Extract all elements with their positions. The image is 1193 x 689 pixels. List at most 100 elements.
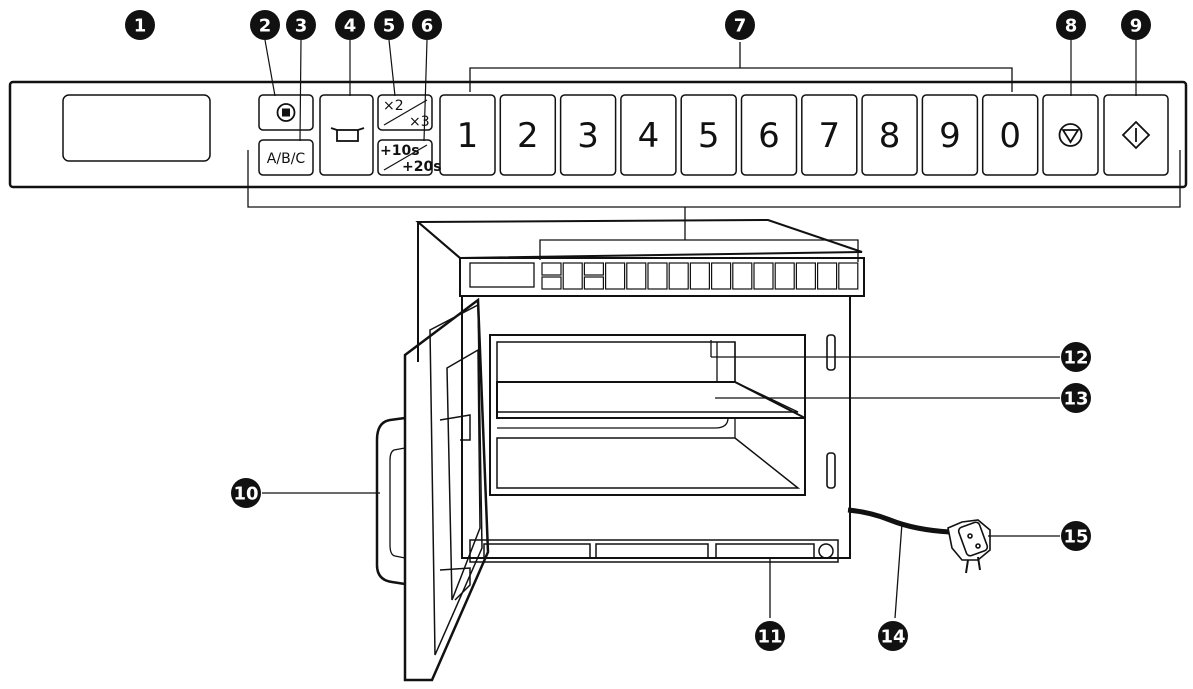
stop-square-icon	[276, 103, 296, 122]
callout-number: 12	[1063, 348, 1088, 369]
callout-circle	[231, 478, 261, 508]
callout-circle	[286, 10, 316, 40]
callout-10: 10	[231, 478, 261, 508]
callout-12: 12	[1061, 342, 1091, 372]
oven-front	[459, 257, 865, 297]
oven-base	[469, 539, 839, 563]
mini-key	[838, 262, 859, 290]
mini-key	[541, 276, 562, 290]
digit-key-9[interactable]	[921, 94, 979, 176]
panel-bracket	[247, 150, 1181, 208]
digit-key-label: 9	[939, 116, 961, 156]
triangle-down-circle-icon	[1058, 123, 1083, 147]
oven-door[interactable]	[403, 297, 490, 682]
mini-key	[647, 262, 668, 290]
digit-key-label: 2	[517, 116, 539, 156]
power-cord	[847, 507, 951, 535]
callout-circle	[1061, 383, 1091, 413]
callout-number: 7	[734, 16, 747, 37]
digit-key-3[interactable]	[559, 94, 617, 176]
digit-key-label: 5	[698, 116, 720, 156]
mini-display	[469, 262, 535, 288]
callout-15: 15	[1061, 521, 1091, 551]
multiplier-key[interactable]	[377, 94, 433, 131]
time-add-top-label: +10s	[380, 143, 420, 159]
digit-bracket	[469, 67, 1013, 92]
oven-top-face	[415, 218, 863, 260]
digit-key-2[interactable]	[499, 94, 557, 176]
schuko-plug-icon	[947, 519, 991, 574]
mini-key	[583, 262, 605, 276]
digit-key-row	[439, 94, 1039, 176]
digit-key-1[interactable]	[439, 94, 496, 176]
time-add-key[interactable]	[377, 139, 433, 176]
digit-key-label: 0	[999, 116, 1021, 156]
memory-key[interactable]	[258, 139, 314, 176]
oven-cavity	[489, 334, 806, 496]
digit-key-7[interactable]	[801, 94, 858, 176]
callout-1: 1	[125, 10, 155, 40]
shelf	[496, 381, 806, 419]
callout-3: 3	[286, 10, 316, 40]
callout-4: 4	[335, 10, 365, 40]
mini-key	[753, 262, 774, 290]
callout-circle	[1121, 10, 1151, 40]
callout-circle	[878, 621, 908, 651]
latch-icon	[826, 334, 836, 489]
digit-key-label: 8	[879, 116, 901, 156]
callout-circle	[412, 10, 442, 40]
callout-7: 7	[725, 10, 755, 40]
cancel-key[interactable]	[1042, 94, 1099, 176]
digit-key-5[interactable]	[680, 94, 737, 176]
memory-key-label: A/B/C	[267, 151, 306, 167]
digit-key-label: 7	[818, 116, 840, 156]
callout-number: 5	[383, 16, 396, 37]
callout-number: 2	[259, 16, 272, 37]
mini-key	[626, 262, 647, 290]
panel-outline	[8, 80, 1188, 189]
stop-key[interactable]	[258, 94, 314, 131]
mini-key	[583, 276, 605, 290]
mini-key	[816, 262, 838, 290]
mini-key	[795, 262, 817, 290]
callout-circle	[725, 10, 755, 40]
callout-circle	[374, 10, 404, 40]
mini-key	[668, 262, 689, 290]
control-panel	[8, 39, 1188, 262]
digit-key-label: 1	[457, 116, 479, 156]
digit-key-4[interactable]	[620, 94, 677, 176]
callout-circle	[250, 10, 280, 40]
callout-number: 8	[1065, 16, 1078, 37]
digit-key-8[interactable]	[861, 94, 918, 176]
multiplier-bottom-label: ×3	[409, 114, 430, 130]
digit-key-label: 6	[758, 116, 780, 156]
callout-circle	[1061, 342, 1091, 372]
digit-key-label: 3	[577, 116, 599, 156]
callout-6: 6	[412, 10, 442, 40]
mini-key	[604, 262, 626, 290]
mini-key	[732, 262, 753, 290]
callout-number: 11	[757, 627, 782, 648]
callout-5: 5	[374, 10, 404, 40]
callout-11: 11	[755, 621, 785, 651]
callout-9: 9	[1121, 10, 1151, 40]
digit-key-0[interactable]	[981, 94, 1039, 176]
callout-circle	[755, 621, 785, 651]
defrost-pan-icon	[330, 127, 365, 142]
callout-number: 14	[880, 627, 905, 648]
mini-key	[689, 262, 711, 290]
time-add-bottom-label: +20s	[402, 159, 442, 175]
callout-2: 2	[250, 10, 280, 40]
display-window	[62, 94, 211, 162]
base-foot-icon	[483, 543, 591, 559]
callout-14: 14	[878, 621, 908, 651]
defrost-key[interactable]	[319, 94, 374, 176]
mini-key-row	[541, 262, 859, 290]
door-handle-icon[interactable]	[375, 416, 406, 586]
digit-key-6[interactable]	[740, 94, 798, 176]
callout-8: 8	[1056, 10, 1086, 40]
